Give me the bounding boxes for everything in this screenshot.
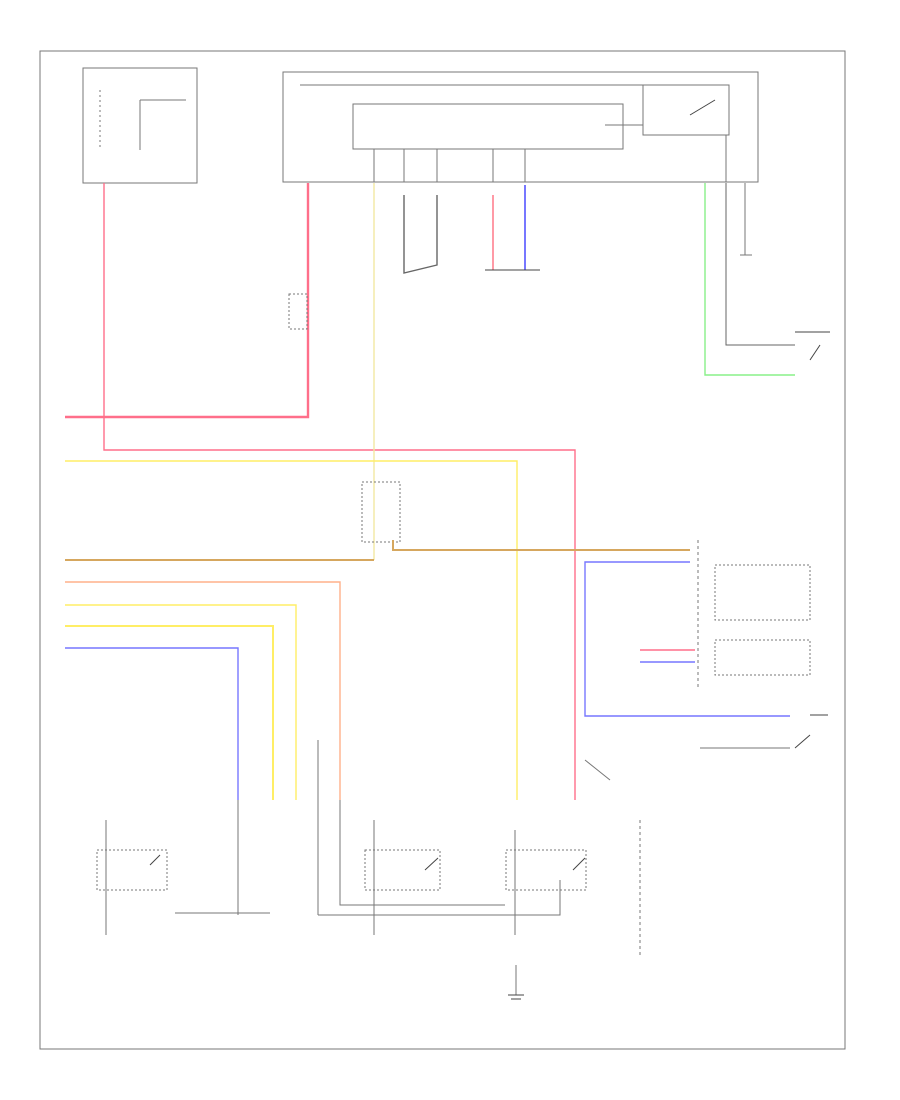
wire-blue-row [65,647,239,800]
right-switch-box [505,849,587,891]
module-pins [373,135,727,182]
wire-yellow-row-3 [65,625,274,800]
wire-yellow-row [65,460,518,800]
wire-amber-right [392,540,690,551]
wire-ground-loop [403,195,438,274]
inner-module-box [352,103,624,150]
wire-red-main [103,183,576,800]
control-module-box [282,71,759,183]
middle-switch-box [361,481,401,543]
wire-green [704,183,795,376]
diagram-border [39,50,846,1050]
wire-blue-right [584,561,790,717]
wire-bottom-loop-2 [339,800,505,906]
bottom-connector-pins [317,740,611,915]
left-switch-box [96,849,168,891]
wire-orange-row [65,581,341,800]
wire-red-ignition [65,183,310,419]
wire-gray-right [725,183,795,346]
wire-bottom-loop [318,880,561,916]
wire-yellow-row-2 [65,604,297,800]
right-module-box-2 [714,639,811,676]
center-switch-box [364,849,441,891]
relay-box [642,84,730,136]
ignition-switch [288,293,308,330]
right-module-box-1 [714,564,811,621]
fuse-block-box [82,67,198,184]
